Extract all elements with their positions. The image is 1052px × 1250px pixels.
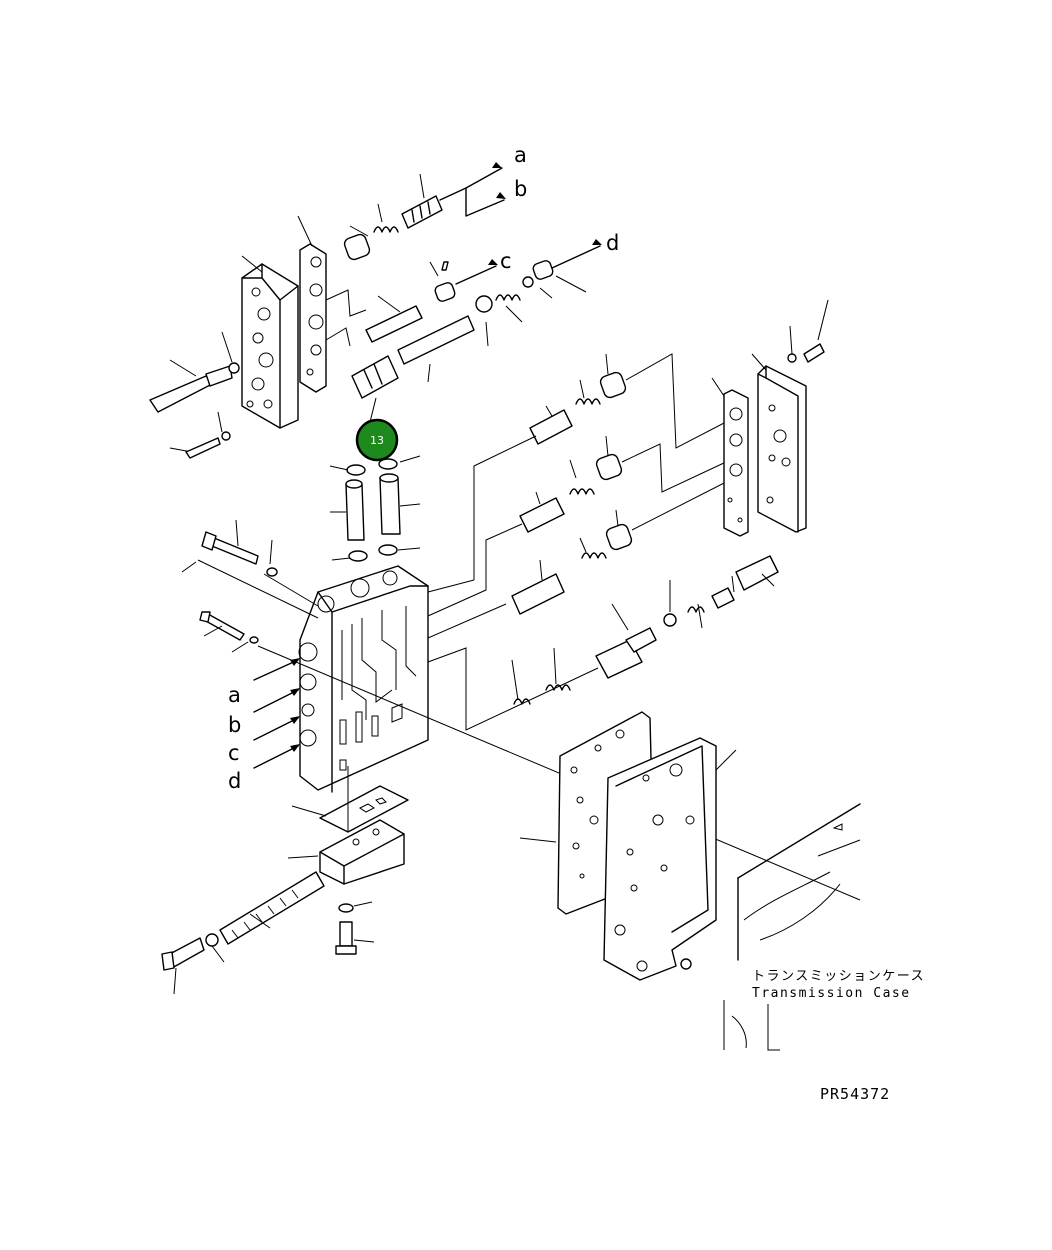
spool-row-2	[519, 453, 623, 533]
spool-row-4	[595, 555, 779, 679]
upper-spool-row-3	[397, 260, 554, 365]
upper-mounting-bolt	[185, 431, 231, 459]
transmission-case-label-jp: トランスミッションケース	[752, 969, 925, 984]
callout-13-badge[interactable]	[355, 418, 399, 462]
spool-row-3	[511, 523, 633, 615]
port-label-b-upper: b	[514, 177, 527, 201]
upper-spool-row-2	[365, 261, 456, 343]
lower-long-spring-spool	[219, 871, 325, 945]
lower-detent-lever	[161, 937, 205, 971]
port-label-a-upper: a	[514, 143, 527, 167]
spool-row-1	[529, 371, 627, 445]
transmission-case-outline	[723, 803, 861, 1051]
drawing-reference-number: PR54372	[820, 1085, 890, 1103]
port-label-c-upper: c	[500, 249, 512, 273]
right-separator-plate	[723, 389, 749, 537]
port-label-d-upper: d	[606, 231, 619, 255]
valve-sleeve-upper	[351, 355, 399, 399]
transmission-mount-plate	[603, 737, 717, 981]
lower-valve-block	[319, 819, 405, 885]
cover-bolt	[803, 343, 825, 363]
upper-spool-row-1	[343, 195, 443, 261]
callout-13-number: 13	[370, 434, 384, 447]
lower-gasket	[319, 785, 409, 833]
manual-lever-part	[149, 362, 240, 413]
port-label-c-lower: c	[228, 741, 240, 765]
callout-13[interactable]: 13	[355, 418, 399, 462]
transmission-case-label-en: Transmission Case	[752, 986, 911, 1001]
upper-separator-plate	[299, 243, 327, 393]
orings-and-sleeves	[345, 458, 401, 562]
main-body-long-bolt	[201, 531, 259, 565]
upper-valve-body	[241, 263, 299, 429]
port-label-b-lower: b	[228, 713, 241, 737]
main-valve-body	[298, 565, 429, 793]
right-end-cover	[757, 365, 807, 533]
port-label-d-lower: d	[228, 769, 241, 793]
side-bolt	[199, 611, 245, 641]
port-label-a-lower: a	[228, 683, 241, 707]
lower-mounting-bolt	[335, 921, 357, 955]
